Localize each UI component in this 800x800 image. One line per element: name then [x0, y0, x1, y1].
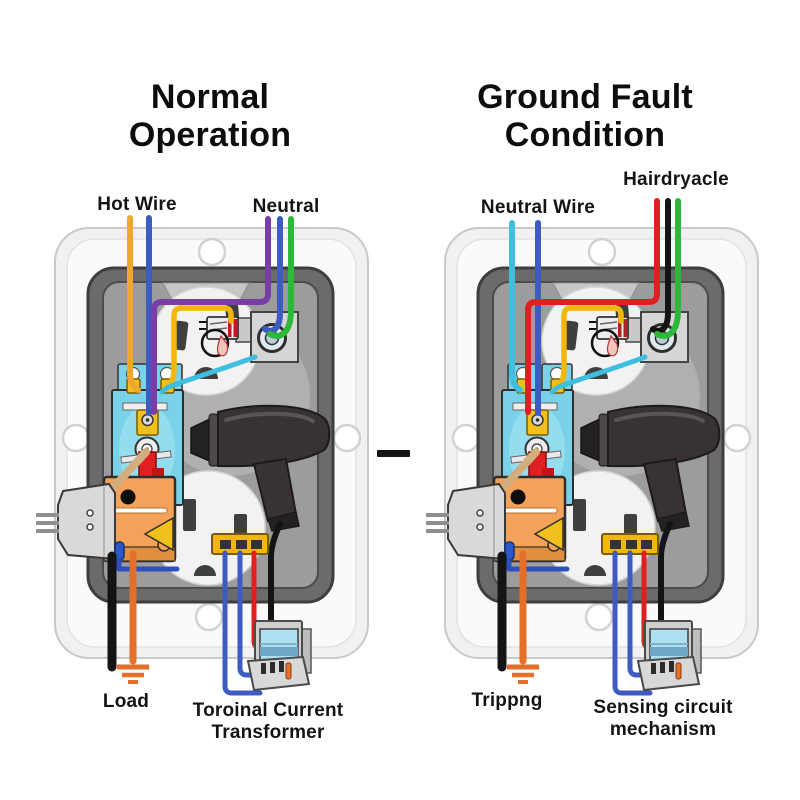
toroidal-transformer-label: Toroinal Current Transformer [193, 700, 344, 744]
hot-wire-label: Hot Wire [97, 194, 177, 215]
plate-screw-hole [584, 602, 614, 632]
right-title-line1: Ground Fault [477, 78, 693, 116]
minus-separator [377, 450, 410, 457]
panel-normal-operation-graphic [36, 215, 369, 696]
sensing-circuit-label-line1: Sensing circuit [593, 697, 733, 718]
plate-screw-hole [451, 423, 481, 453]
toroidal-transformer-label-line1: Toroinal Current [192, 700, 344, 721]
right-title-line2: Condition [504, 116, 666, 154]
hair-dryer [190, 404, 331, 627]
toroidal-transformer-label-line2: Transformer [211, 722, 325, 743]
hairdryer-label: Hairdryacle [623, 169, 729, 190]
neutral-wire-label: Neutral Wire [480, 197, 596, 218]
sensing-device [636, 620, 702, 692]
tripping-label: Trippng [471, 690, 543, 711]
plate-screw-hole [587, 237, 617, 267]
power-plug [426, 482, 570, 572]
terminal-strip [211, 533, 269, 555]
plate-screw-hole [61, 423, 91, 453]
test-connector [589, 316, 629, 358]
supply-wires [127, 215, 294, 416]
neutral-label: Neutral [252, 196, 320, 217]
plate-screw-hole [197, 237, 227, 267]
hair-dryer [580, 404, 721, 627]
left-title-line1: Normal [150, 78, 270, 116]
sensing-circuit-label: Sensing circuit mechanism [593, 697, 732, 741]
power-plug [36, 482, 180, 572]
supply-wires [509, 198, 681, 416]
load-label: Load [102, 691, 150, 712]
plate-screw-hole [722, 423, 752, 453]
plate-screw-hole [194, 602, 224, 632]
plate-screw-hole [332, 423, 362, 453]
right-panel-title: Ground Fault Condition [477, 78, 693, 154]
sensing-circuit-label-line2: mechanism [609, 719, 717, 740]
left-panel-title: Normal Operation [129, 78, 291, 154]
sensing-device [246, 620, 312, 692]
bottom-leads [107, 550, 149, 684]
panel-ground-fault-condition-graphic [426, 198, 759, 696]
left-title-line2: Operation [128, 116, 292, 154]
bottom-leads [497, 550, 539, 684]
